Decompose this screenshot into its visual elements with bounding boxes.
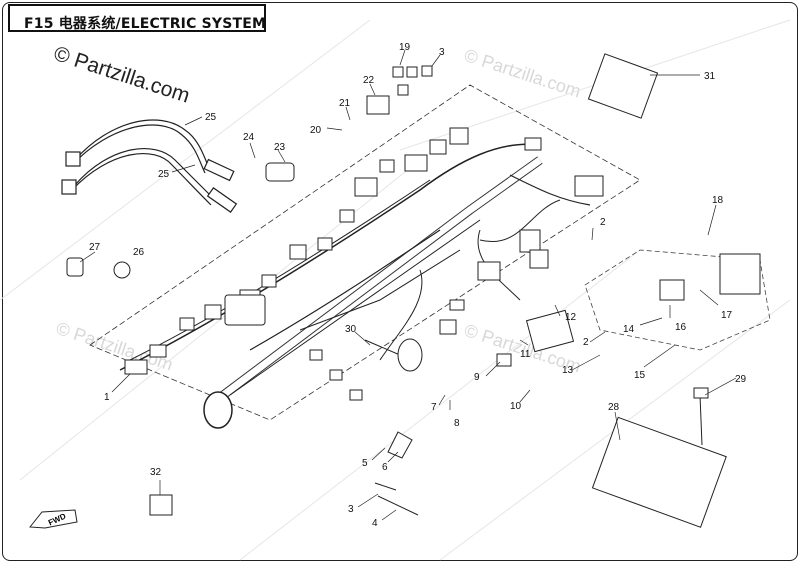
callout-12: 11 <box>520 349 531 360</box>
callout-23: 23 <box>274 142 286 153</box>
callout-5: 4 <box>372 518 378 529</box>
callout-9: 8 <box>454 418 460 429</box>
callout-21: 20 <box>310 125 322 136</box>
callout-13: 12 <box>565 312 577 323</box>
callout-4: 3 <box>348 504 354 515</box>
callout-1: 1 <box>104 392 110 403</box>
relays-and-sensors <box>66 53 761 528</box>
callout-32: 32 <box>150 467 162 478</box>
harness-end-cap <box>203 391 233 429</box>
sensor-cables-25 <box>61 119 238 213</box>
sub-harness-outline <box>584 249 771 351</box>
harness-connectors <box>124 127 604 401</box>
callout-27: 27 <box>89 242 101 253</box>
callout-31: 31 <box>704 71 716 82</box>
bolt-29 <box>693 387 709 446</box>
callout-19: 18 <box>712 195 724 206</box>
harness-group-outline <box>89 84 641 421</box>
callout-6: 5 <box>362 458 368 469</box>
callout-25b: 25 <box>158 169 170 180</box>
callout-18: 17 <box>721 310 733 321</box>
callout-2b: 2 <box>583 337 589 348</box>
callout-25a: 25 <box>205 112 217 123</box>
callout-10: 9 <box>474 372 480 383</box>
callout-24: 24 <box>243 132 255 143</box>
callout-15: 14 <box>623 324 635 335</box>
callout-2a: 2 <box>600 217 606 228</box>
leader-lines <box>79 49 737 521</box>
callout-8: 7 <box>431 402 437 413</box>
callout-3a: 22 <box>363 75 375 86</box>
callout-16: 15 <box>634 370 646 381</box>
callout-28: 28 <box>608 402 620 413</box>
callout-17: 16 <box>675 322 687 333</box>
callout-30: 30 <box>345 324 357 335</box>
callout-3b: 3 <box>439 47 445 58</box>
callout-labels: 31 25 25 24 23 27 26 1 30 2 18 17 16 14 … <box>89 42 747 529</box>
callout-26: 26 <box>133 247 145 258</box>
callout-29: 29 <box>735 374 747 385</box>
fwd-arrow: FWD <box>29 509 78 529</box>
callout-14: 13 <box>562 365 574 376</box>
callout-22: 21 <box>339 98 351 109</box>
component-30-ground-lead <box>364 338 423 372</box>
callout-7: 6 <box>382 462 388 473</box>
callout-11: 10 <box>510 401 522 412</box>
callout-20: 19 <box>399 42 411 53</box>
parts-4-5 <box>374 482 419 516</box>
title-box: F15 电器系统/ELECTRIC SYSTEM <box>8 4 266 32</box>
diagram-title: F15 电器系统/ELECTRIC SYSTEM <box>24 16 267 32</box>
